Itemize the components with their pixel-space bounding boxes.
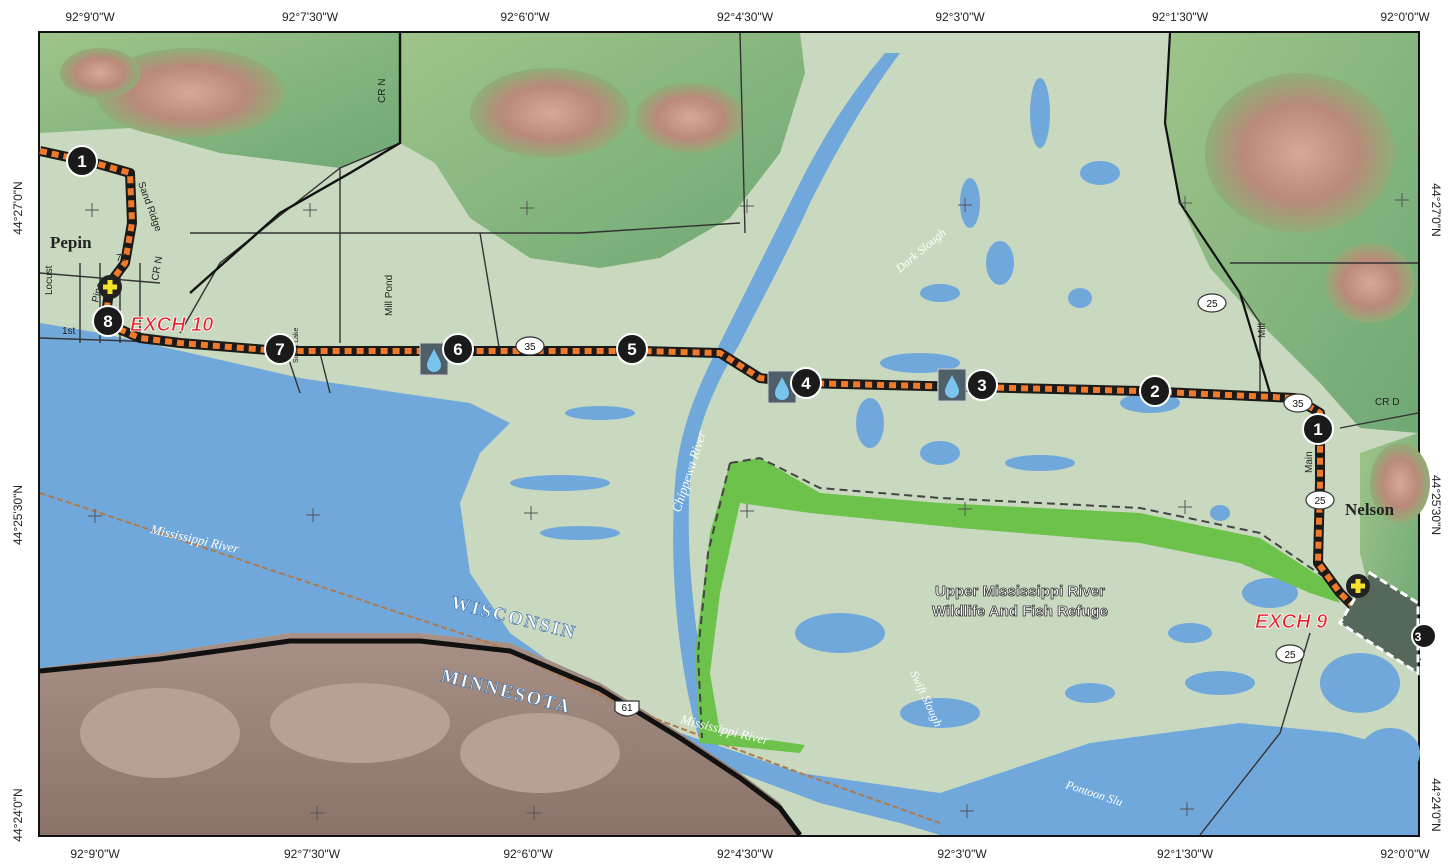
- trail-segment-nelson: [1337, 570, 1420, 676]
- shield-hwy35-b: 35: [1283, 393, 1313, 413]
- shield-label: 25: [1314, 496, 1326, 507]
- refuge-label-line2: Wildlife And Fish Refuge: [932, 603, 1108, 620]
- hill-peak: [1370, 443, 1430, 523]
- coord-top-6: 92°1'30"W: [1151, 10, 1209, 24]
- coord-left-2: 44°25'30"N: [11, 485, 25, 545]
- coord-bottom-5: 92°3'0"W: [937, 847, 987, 861]
- refuge-boundary-band: [695, 458, 1340, 753]
- stop-number: 1: [77, 152, 86, 171]
- road-label-main: Main: [1304, 451, 1315, 473]
- hill-peak: [1325, 243, 1415, 323]
- stop-marker-2[interactable]: 2: [1139, 375, 1171, 407]
- hill-peak: [460, 713, 620, 793]
- road-label-seventh: 7th: [116, 253, 130, 264]
- coord-left-3: 44°24'0"N: [11, 788, 25, 841]
- stop-marker-edge[interactable]: 3: [1411, 623, 1437, 649]
- stop-number: 7: [275, 340, 284, 359]
- us61-road: [39, 638, 803, 837]
- place-label-nelson: Nelson: [1345, 500, 1395, 519]
- stop-marker-6[interactable]: 6: [442, 333, 474, 365]
- place-label-pepin: Pepin: [50, 233, 92, 252]
- shield-hwy35-a: 35: [515, 336, 545, 356]
- shield-hwy25-c: 25: [1275, 644, 1305, 664]
- map-canvas[interactable]: Pepin Nelson WISCONSIN MINNESOTA Upper M…: [38, 32, 1437, 837]
- state-boundary: [39, 492, 941, 824]
- stop-number: 1: [1313, 420, 1322, 439]
- coord-bottom-4: 92°4'30"W: [716, 847, 774, 861]
- hill-peak: [95, 48, 285, 138]
- hill-peak: [1205, 73, 1395, 233]
- hill-peak: [80, 688, 240, 778]
- stop-marker-4[interactable]: 4: [790, 367, 822, 399]
- road-label-crd: CR D: [1375, 397, 1399, 408]
- map-frame[interactable]: Pepin Nelson WISCONSIN MINNESOTA Upper M…: [38, 31, 1437, 837]
- shield-us61: 61: [614, 700, 640, 717]
- coord-top-5: 92°3'0"W: [935, 10, 985, 24]
- refuge-boundary-line: [696, 462, 731, 739]
- road-label-south-lake: South Lake: [293, 327, 300, 363]
- shield-label: 35: [524, 342, 536, 353]
- coord-left-1: 44°27'0"N: [11, 181, 25, 234]
- sloughs: [510, 78, 1420, 778]
- coord-right-2: 44°25'30"N: [1429, 475, 1443, 535]
- refuge-label-line1: Upper Mississippi River: [935, 583, 1105, 600]
- grid-crosses: [85, 193, 1409, 820]
- stop-marker-1-nelson[interactable]: 1: [1302, 413, 1334, 445]
- coord-bottom-6: 92°1'30"W: [1156, 847, 1214, 861]
- coord-right-1: 44°27'0"N: [1429, 183, 1443, 236]
- water-drop-icon[interactable]: [937, 368, 967, 402]
- stop-number: 5: [627, 340, 636, 359]
- refuge-boundary-line: [729, 456, 1341, 589]
- stop-marker-3[interactable]: 3: [966, 369, 998, 401]
- stop-number: 8: [103, 312, 112, 331]
- shield-hwy25-b: 25: [1305, 490, 1335, 510]
- stop-number: 6: [453, 340, 462, 359]
- shield-label: 35: [1292, 399, 1304, 410]
- shield-label: 25: [1206, 299, 1218, 310]
- mississippi-river: [40, 323, 1418, 835]
- coord-right-3: 44°24'0"N: [1429, 778, 1443, 831]
- road-label-crn-north: CR N: [377, 79, 388, 103]
- road-label-mill: Mill: [1257, 323, 1268, 338]
- shield-hwy25-a: 25: [1197, 293, 1227, 313]
- stop-marker-1-pepin[interactable]: 1: [66, 145, 98, 177]
- water-drop-icon[interactable]: [419, 342, 449, 376]
- exchange-label-10[interactable]: EXCH 10: [130, 314, 214, 337]
- exchange-label-9[interactable]: EXCH 9: [1255, 611, 1329, 634]
- coord-bottom-7: 92°0'0"W: [1380, 847, 1430, 861]
- coord-bottom-2: 92°7'30"W: [283, 847, 341, 861]
- coord-top-3: 92°6'0"W: [500, 10, 550, 24]
- hill-peak: [60, 48, 140, 98]
- coord-bottom-1: 92°9'0"W: [70, 847, 120, 861]
- stop-number: 4: [801, 374, 811, 393]
- hill-peak: [470, 68, 630, 158]
- stop-marker-8[interactable]: 8: [92, 305, 124, 337]
- coord-top-1: 92°9'0"W: [65, 10, 115, 24]
- hill-peak: [270, 683, 450, 763]
- stop-marker-5[interactable]: 5: [616, 333, 648, 365]
- road-label-locust: Locust: [44, 265, 55, 295]
- coord-top-2: 92°7'30"W: [281, 10, 339, 24]
- stop-number: 3: [1415, 630, 1422, 644]
- stop-marker-7[interactable]: 7: [264, 333, 296, 365]
- coord-top-4: 92°4'30"W: [716, 10, 774, 24]
- coord-top-7: 92°0'0"W: [1380, 10, 1430, 24]
- shield-label: 61: [621, 703, 633, 714]
- stop-number: 3: [977, 376, 986, 395]
- shield-label: 25: [1284, 650, 1296, 661]
- first-aid-cross-icon[interactable]: [98, 275, 122, 299]
- stop-number: 2: [1150, 382, 1159, 401]
- hill-peak: [635, 83, 745, 153]
- crn-road: [189, 33, 402, 294]
- road-label-crn-pepin: CR N: [150, 256, 165, 282]
- first-aid-cross-icon[interactable]: [1346, 574, 1370, 598]
- road-label-first: 1st: [62, 326, 76, 337]
- road-label-mill-pond: Mill Pond: [384, 275, 395, 316]
- coord-bottom-3: 92°6'0"W: [503, 847, 553, 861]
